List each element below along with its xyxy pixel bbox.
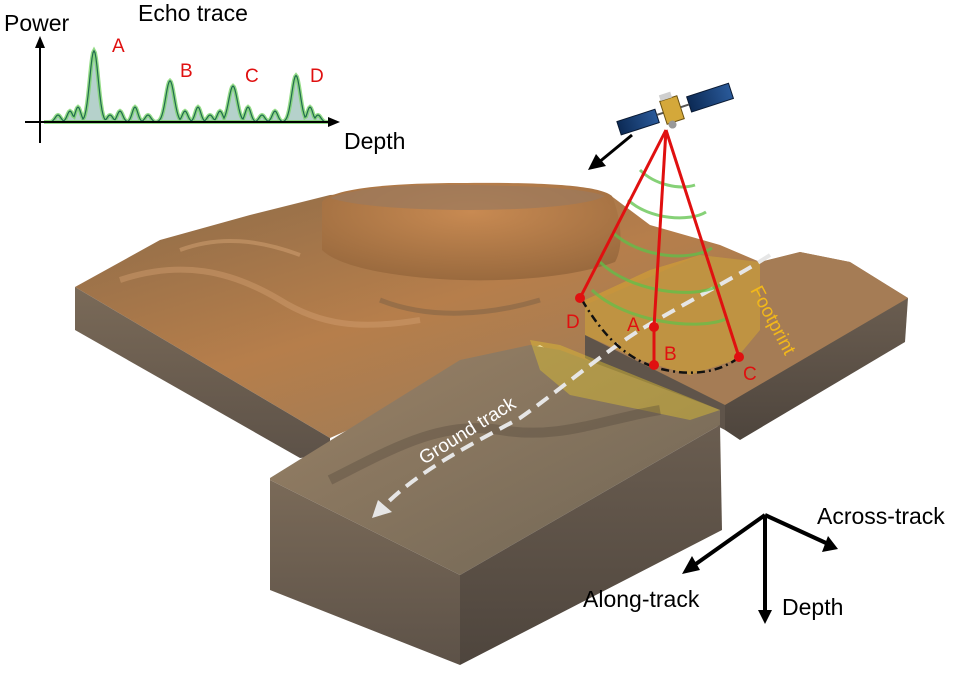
- beam-label-d: D: [566, 312, 580, 333]
- terrain-texture-3: [179, 238, 301, 257]
- terrain-texture-1: [119, 266, 421, 328]
- axis-across-track-arrowhead: [822, 536, 838, 552]
- beam-point-a: [649, 322, 659, 332]
- terrain-front-side-left: [270, 480, 460, 665]
- satellite-panel-left: [616, 108, 660, 136]
- beam-point-c: [734, 352, 744, 362]
- beam-line-d: [578, 129, 668, 299]
- terrain-right-side-front: [725, 298, 908, 440]
- terrain-front-texture: [327, 405, 661, 485]
- satellite-boom-right: [679, 103, 690, 109]
- axis-depth-label: Depth: [782, 594, 843, 620]
- wavefront-4: [598, 260, 721, 294]
- peak-label-d: D: [310, 66, 324, 87]
- echo-trace-x-arrowhead: [328, 117, 340, 127]
- terrain-front-top: [270, 345, 720, 575]
- ground-track-arrowhead: [372, 500, 392, 518]
- axis-along-track-arrowhead: [682, 556, 700, 574]
- radar-beam: D A B C: [566, 129, 757, 385]
- beam-line-c: [664, 129, 741, 358]
- beam-line-a: [652, 129, 668, 328]
- beam-label-c: C: [743, 364, 757, 385]
- beam-label-a: A: [627, 315, 640, 336]
- echo-trace-inset: Power Echo trace Depth A B C D: [4, 0, 405, 154]
- terrain-block-front: [270, 340, 722, 665]
- axis-along-track: [691, 513, 767, 568]
- beam-point-d: [575, 293, 585, 303]
- peak-label-a: A: [112, 36, 125, 57]
- satellite-body-top: [658, 91, 673, 102]
- axis-depth-arrowhead: [758, 610, 772, 624]
- beam-point-b: [649, 360, 659, 370]
- satellite-icon: [616, 82, 735, 136]
- wavefront-5: [590, 288, 729, 326]
- echo-trace-title: Echo trace: [138, 0, 248, 26]
- direction-arrow-line: [597, 133, 633, 165]
- echo-trace-x-label: Depth: [344, 128, 405, 154]
- terrain-front-side-right: [460, 425, 722, 665]
- terrain-mesa-top: [330, 184, 605, 210]
- subsurface-arc: [580, 299, 739, 374]
- direction-arrow-icon: [588, 154, 606, 170]
- wavefront-2: [626, 198, 707, 220]
- echo-trace-y-label: Power: [4, 10, 70, 36]
- terrain-main-side-left: [75, 287, 330, 458]
- axis-across-track-label: Across-track: [817, 503, 945, 529]
- coordinate-axes: Along-track Across-track Depth: [583, 503, 945, 624]
- terrain-texture-2: [379, 297, 541, 316]
- wavefront-1: [638, 168, 696, 189]
- echo-trace-y-arrowhead: [35, 36, 45, 48]
- satellite-body: [659, 95, 685, 125]
- axis-along-track-label: Along-track: [583, 586, 700, 612]
- peak-label-b: B: [180, 61, 193, 82]
- peak-label-c: C: [245, 66, 259, 87]
- beam-label-b: B: [664, 344, 677, 365]
- satellite-panel-right: [686, 82, 735, 113]
- ground-track-highlight: [530, 340, 720, 420]
- axis-across-track: [764, 513, 827, 545]
- satellite-antenna: [668, 120, 677, 129]
